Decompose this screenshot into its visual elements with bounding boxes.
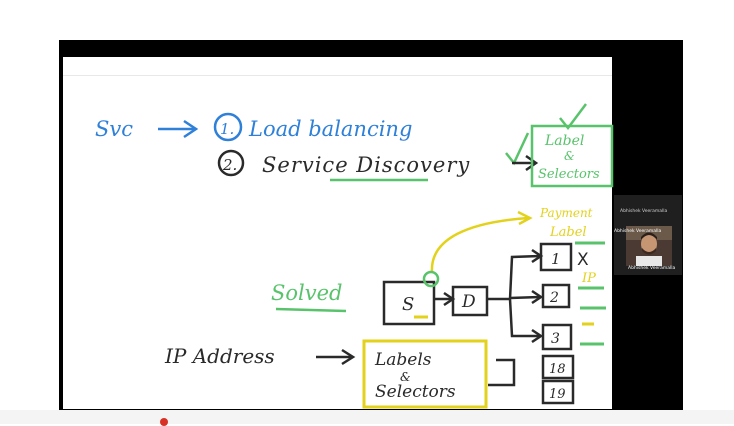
pod-19-box xyxy=(541,379,575,405)
pod-1-box xyxy=(539,242,573,272)
item1-circle xyxy=(213,112,243,142)
branch-pod2-head xyxy=(531,289,544,305)
s-box-label: S xyxy=(402,294,414,315)
pod-3-label: 3 xyxy=(551,331,560,347)
whiteboard-canvas xyxy=(63,57,612,409)
payment-label-line1: Payment xyxy=(539,206,593,220)
participant-avatar xyxy=(626,226,672,266)
branch-pod1 xyxy=(508,254,541,300)
box-top-line2: & xyxy=(564,149,575,163)
svc-label: Svc xyxy=(95,117,133,141)
labels-selectors-box xyxy=(362,339,488,409)
box-top-check xyxy=(559,103,587,131)
pod-2-box xyxy=(541,283,571,309)
svc-arrow-head xyxy=(183,119,199,139)
whiteboard-toolbar-divider xyxy=(63,75,612,76)
d-box-label: D xyxy=(461,292,476,312)
item2-label: Service Discovery xyxy=(262,153,470,177)
box-top-line3: Selectors xyxy=(538,167,600,182)
ip-arrow-head xyxy=(341,348,356,366)
pod-3-box xyxy=(541,323,573,351)
bottom-bar xyxy=(0,410,734,424)
branch-pod3 xyxy=(508,298,540,338)
participant-name-bottom: Abhishek Veeramalla xyxy=(628,266,676,271)
branch-pod3-head xyxy=(531,328,544,344)
payment-arrow xyxy=(430,216,529,273)
item2-circle xyxy=(217,149,245,177)
participant-name-top: Abhishek Veeramalla xyxy=(614,229,662,234)
payment-arrow-head xyxy=(517,210,533,226)
pod-18-box xyxy=(541,354,575,380)
participant-video xyxy=(626,226,672,266)
s-box-port xyxy=(422,270,440,288)
labels-bracket xyxy=(488,358,516,387)
pod-1-mark: X xyxy=(577,250,589,270)
box-top-outline xyxy=(530,124,614,188)
ip-address-label: IP Address xyxy=(164,344,275,368)
item2-check xyxy=(505,132,530,166)
pod-1-note: IP xyxy=(581,271,596,286)
payment-label-line2: Label xyxy=(549,225,587,240)
item1-number: 1. xyxy=(220,120,234,138)
box-top-line1: Label xyxy=(544,133,584,149)
item1-label: Load balancing xyxy=(248,117,412,141)
pod-2-label: 2 xyxy=(549,290,559,306)
branch-pod2 xyxy=(509,295,541,300)
pod-18-label: 18 xyxy=(549,362,566,377)
item2-arrow-head xyxy=(525,154,539,172)
s-box xyxy=(382,280,436,326)
record-indicator xyxy=(160,418,168,426)
participant-header-name: Abhishek Veeramalla xyxy=(620,209,668,214)
d-box xyxy=(451,285,489,317)
labels-line1: Labels xyxy=(374,350,432,370)
labels-line3: Selectors xyxy=(375,382,456,402)
solved-label: Solved xyxy=(271,281,342,305)
pod-1-label: 1 xyxy=(551,250,561,268)
solved-underline xyxy=(275,307,347,313)
labels-line2: & xyxy=(400,370,411,384)
pod-19-label: 19 xyxy=(549,387,566,402)
item2-number: 2. xyxy=(222,156,237,174)
